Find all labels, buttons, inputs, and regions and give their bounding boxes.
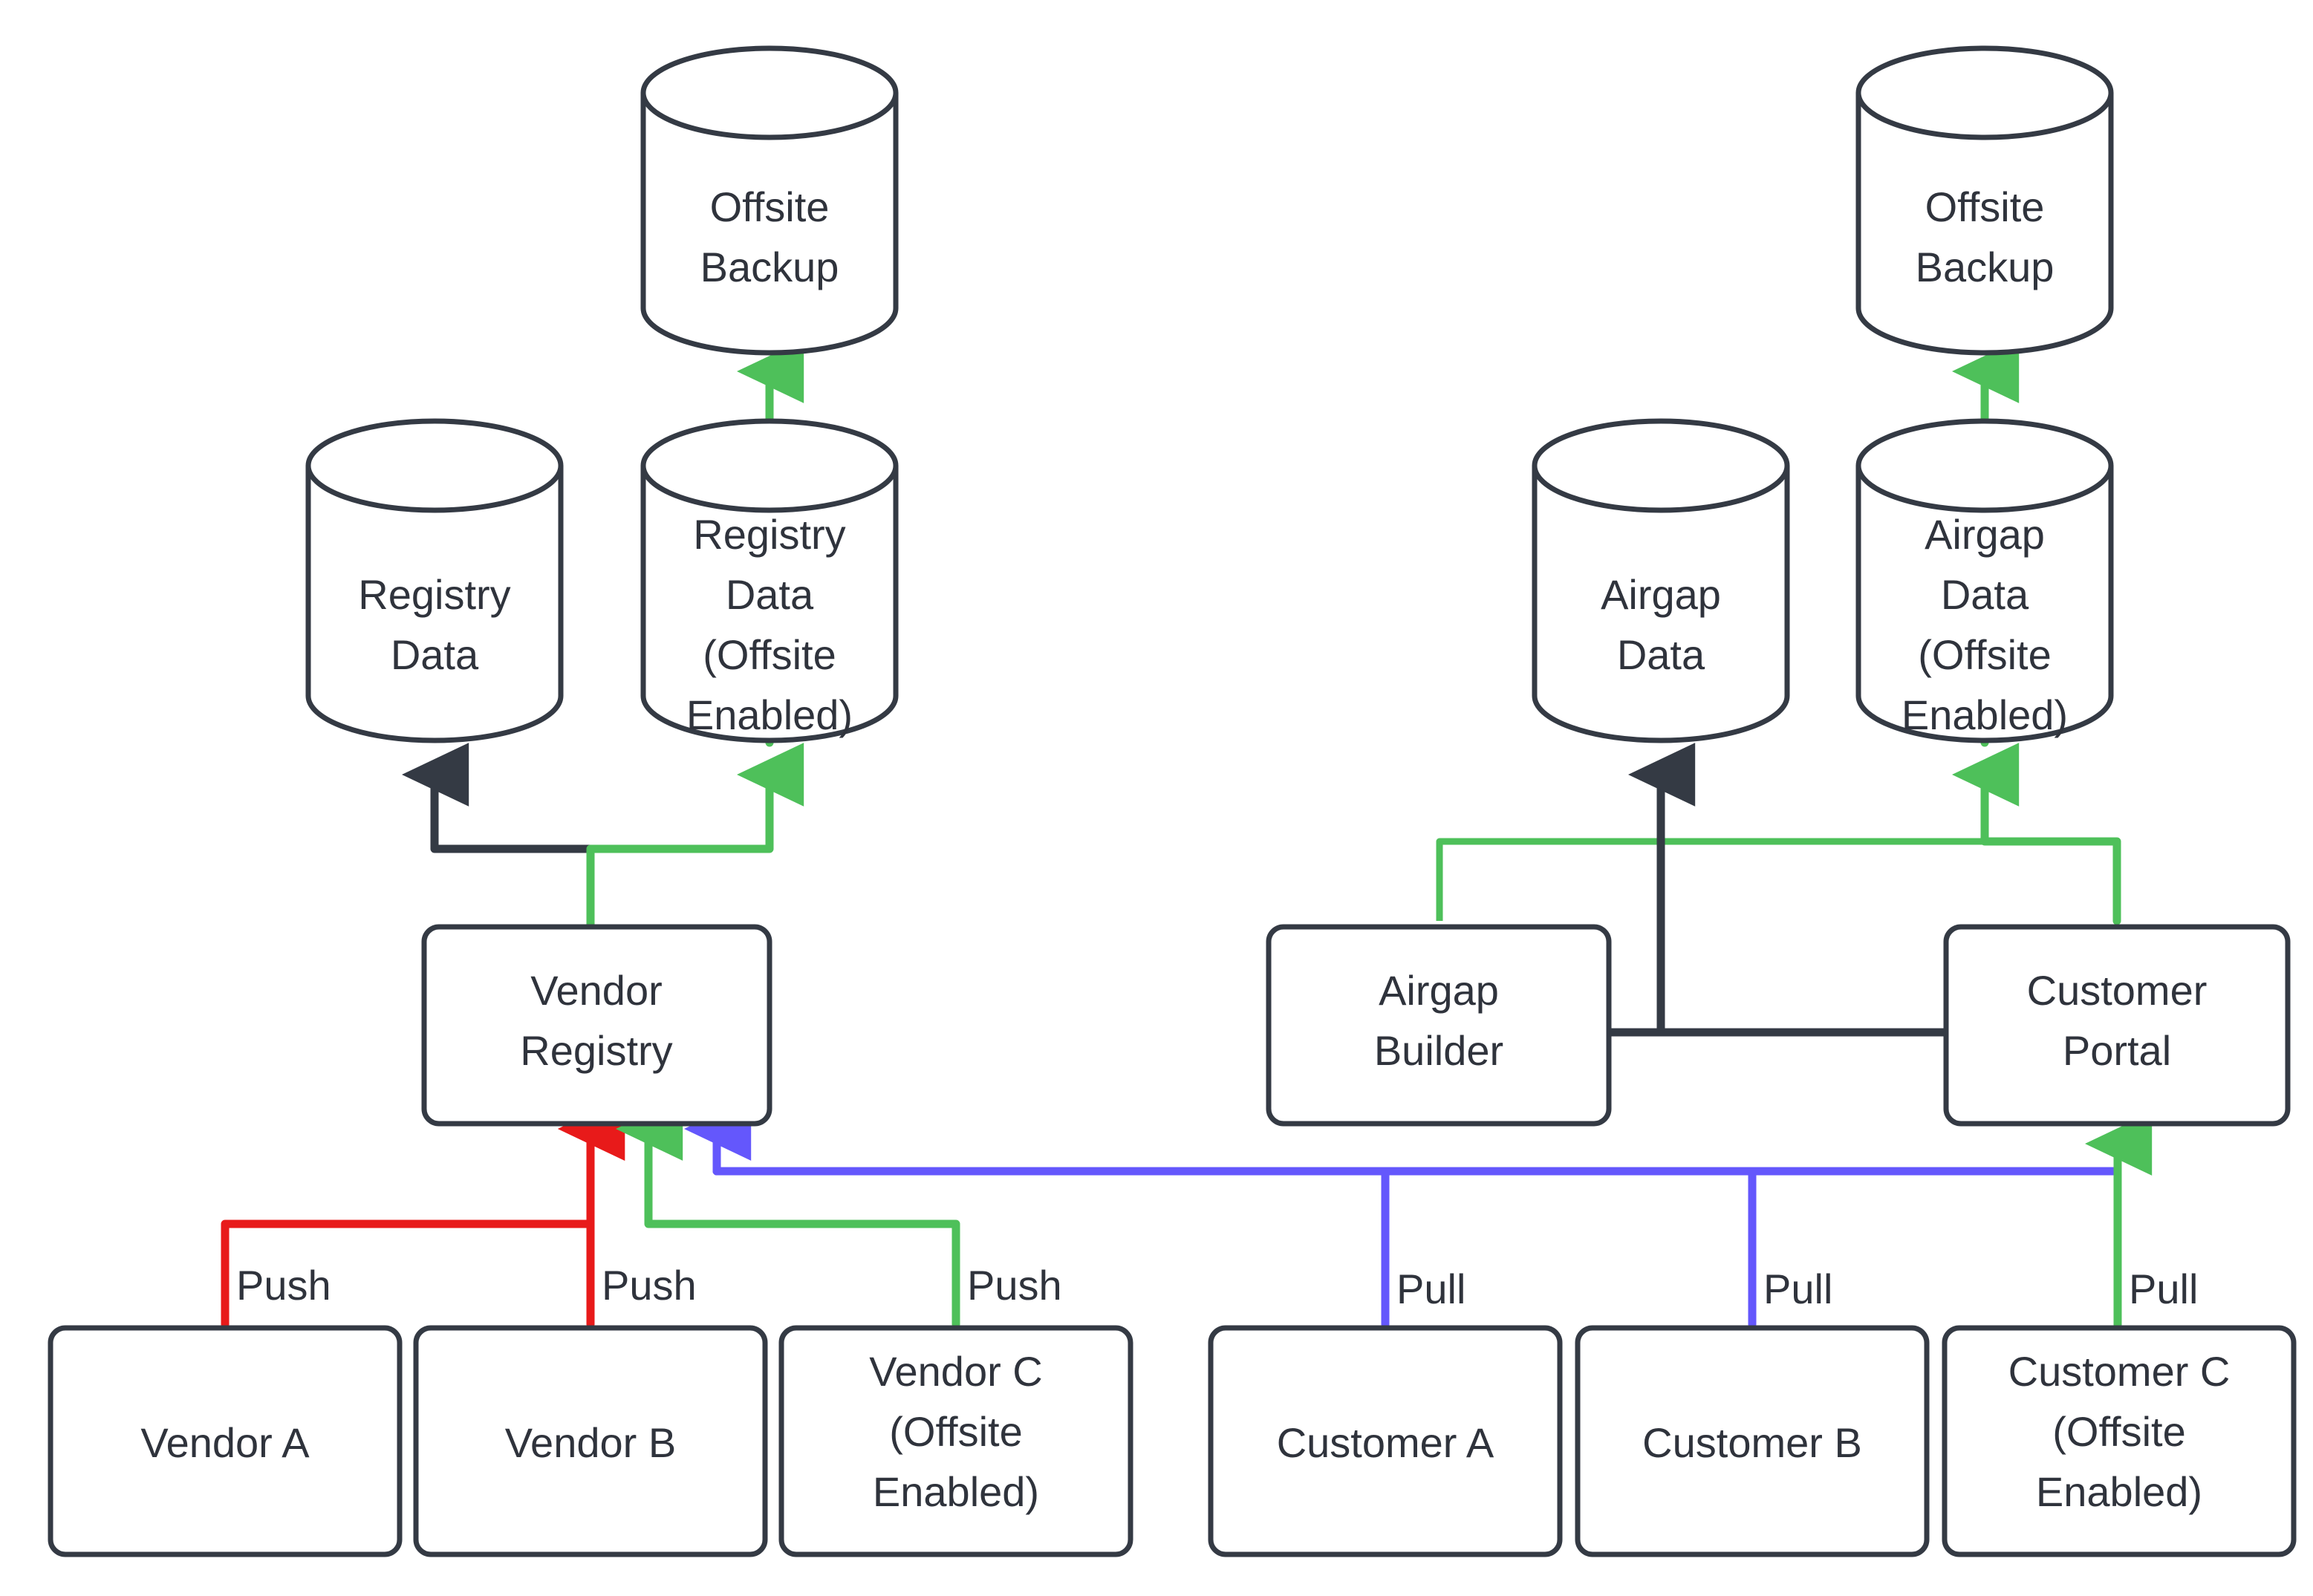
edge-customer-portal-to-airgap-offsite [1951,743,2121,925]
node-label-line-1: Customer A [1277,1419,1494,1466]
node-customer-c[interactable]: Customer C (Offsite Enabled) [1942,1325,2297,1557]
cylinder-top-ellipse [1532,465,1790,513]
node-label-line-1: Registry [693,511,845,558]
box-shape [778,1325,1133,1557]
node-label-line-2: Data [391,631,479,678]
node-label-line-1: Vendor B [505,1419,676,1466]
box-shape [1208,1325,1563,1557]
edge-label-layer: Push Push Push Pull Pull Pull [236,1262,2198,1312]
node-label-line-1: Offsite [1925,183,2045,230]
edge-label-push-1: Push [236,1262,331,1309]
edge-airgap-builder-to-airgap-offsite [1436,838,1985,921]
node-label-line-1: Registry [358,571,510,618]
box-shape [421,924,772,1127]
node-label-line-2: Data [1941,571,2029,618]
node-label-line-2: (Offsite [2052,1408,2185,1455]
box-shape [413,1325,768,1557]
node-vendor-b[interactable]: Vendor B [413,1325,768,1557]
node-registry-data-offsite[interactable]: Registry Data (Offsite Enabled) [640,418,899,743]
node-registry-data[interactable]: Registry Data [305,418,564,743]
node-vendor-registry[interactable]: Vendor Registry [421,924,772,1127]
node-label-line-4: Enabled) [686,691,853,738]
node-label-line-1: Vendor C [869,1348,1043,1395]
edge-vendor-registry-to-registry-data [401,743,595,928]
node-customer-portal[interactable]: Customer Portal [1943,924,2291,1127]
cylinder-top-ellipse [640,92,899,140]
node-offsite-backup-right[interactable]: Offsite Backup [1855,45,2114,356]
node-label-line-2: Portal [2063,1027,2171,1074]
edge-label-pull-2: Pull [1763,1266,1832,1312]
node-label-line-1: Customer B [1642,1419,1862,1466]
node-label-line-1: Airgap [1925,511,2045,558]
node-label-line-4: Enabled) [1902,691,2068,738]
edge-vendor-registry-to-registry-offsite [586,743,804,928]
edge-label-pull-3: Pull [2129,1266,2198,1312]
node-label-line-1: Airgap [1601,571,1721,618]
box-shape [48,1325,403,1557]
node-customer-b[interactable]: Customer B [1575,1325,1930,1557]
cylinder-top-ellipse [1855,92,2114,140]
node-label-line-1: Airgap [1379,967,1499,1014]
edge-vendor-c-to-vendor-registry [615,1097,960,1329]
node-label-line-1: Vendor A [140,1419,310,1466]
node-label-line-2: Data [1617,631,1705,678]
cylinder-top-ellipse [1855,465,2114,513]
node-label-line-1: Offsite [710,183,830,230]
node-customer-a[interactable]: Customer A [1208,1325,1563,1557]
edge-label-push-2: Push [602,1262,697,1309]
node-airgap-data[interactable]: Airgap Data [1532,418,1790,743]
node-airgap-data-offsite[interactable]: Airgap Data (Offsite Enabled) [1855,418,2114,743]
edge-label-pull-1: Pull [1396,1266,1465,1312]
node-label-line-2: Backup [1916,244,2055,290]
node-label-line-3: (Offsite [703,631,836,678]
node-label-line-2: Builder [1374,1027,1503,1074]
node-label-line-1: Vendor [530,967,663,1014]
node-label-line-1: Customer [2027,967,2208,1014]
edge-customer-b-to-vendor-registry [712,1167,1757,1329]
node-vendor-a[interactable]: Vendor A [48,1325,403,1557]
box-shape [1575,1325,1930,1557]
edge-layer [221,339,2153,1329]
node-label-line-3: Enabled) [873,1468,1039,1515]
node-label-line-2: Data [726,571,814,618]
edge-label-push-3: Push [967,1262,1062,1309]
cylinder-top-ellipse [305,465,564,513]
node-airgap-builder[interactable]: Airgap Builder [1266,924,1612,1127]
box-shape [1943,924,2291,1127]
node-label-line-2: Backup [700,244,839,290]
node-label-line-3: Enabled) [2036,1468,2202,1515]
node-label-line-3: (Offsite [1918,631,2051,678]
edge-customer-portal-to-airgap-data [1627,743,1951,1037]
box-shape [1266,924,1612,1127]
node-label-line-1: Customer C [2008,1348,2231,1395]
node-vendor-c[interactable]: Vendor C (Offsite Enabled) [778,1325,1133,1557]
node-label-line-2: Registry [520,1027,672,1074]
node-label-line-2: (Offsite [889,1408,1022,1455]
cylinder-top-ellipse [640,465,899,513]
box-shape [1942,1325,2297,1557]
node-offsite-backup-left[interactable]: Offsite Backup [640,45,899,356]
